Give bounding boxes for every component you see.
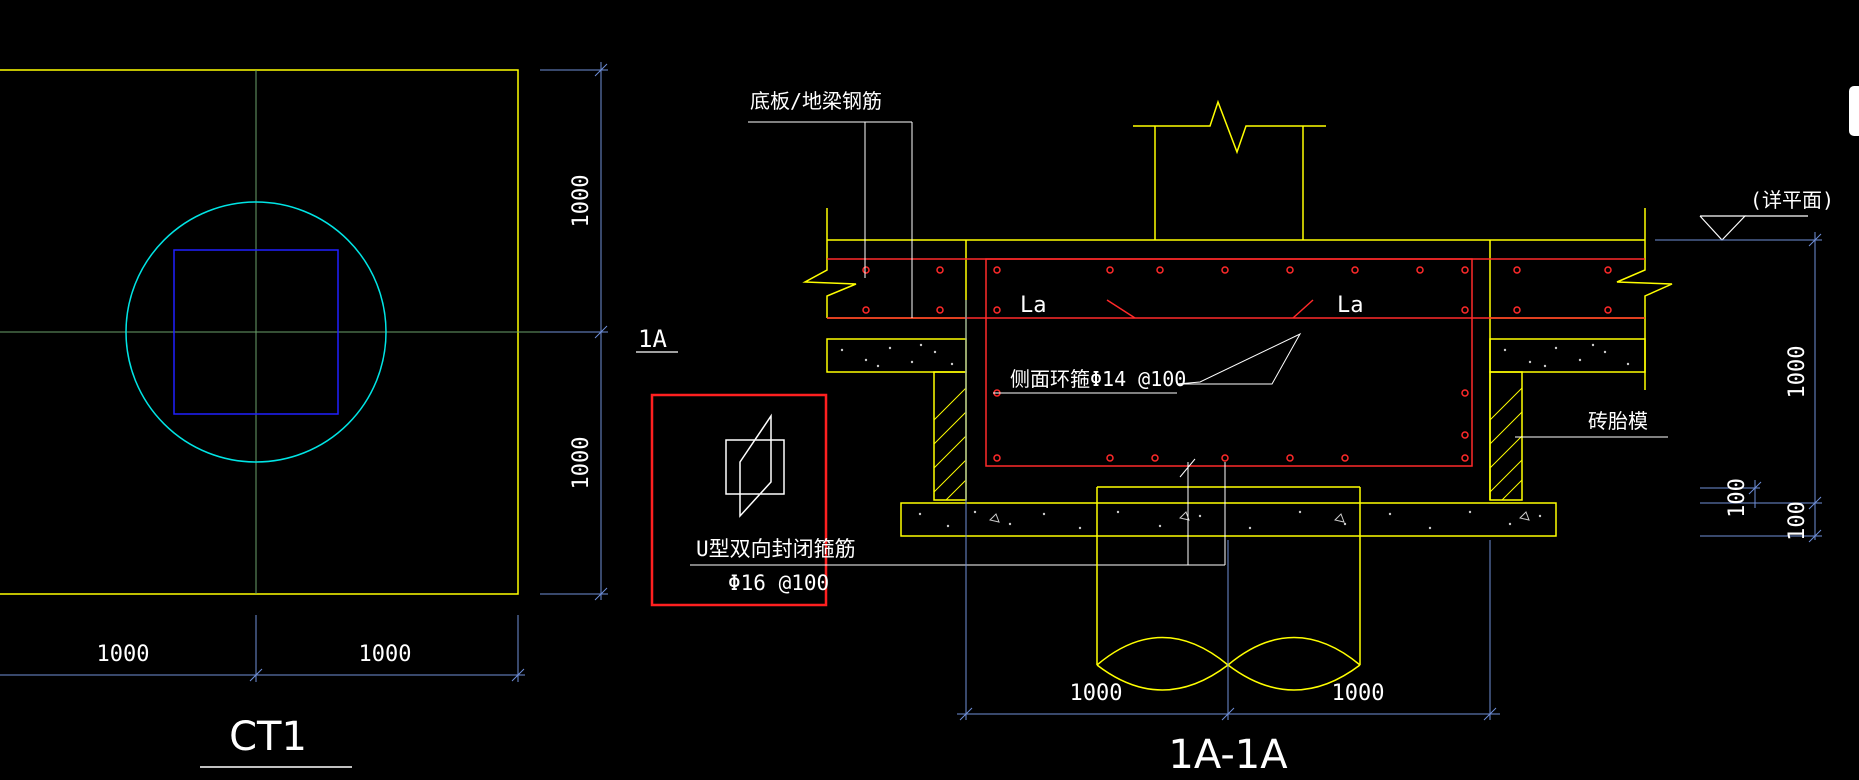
u-stirrup-detail: U型双向封闭箍筋 Φ16 @100 [650, 393, 1225, 607]
column-square [173, 249, 339, 415]
plan-title: CT1 [229, 714, 307, 760]
u-stirrup-spacing: Φ16 @100 [728, 571, 829, 595]
section-mark: 1A [636, 325, 678, 353]
detail-highlight-box [650, 393, 828, 607]
section-dim-right-100a: 100 [1725, 478, 1750, 518]
plan-bottom-dimension [0, 615, 525, 682]
plan-dim-bottom-left: 1000 [97, 642, 150, 667]
section-dim-right-main: 1000 [1785, 346, 1810, 399]
leader-lines [748, 121, 1668, 565]
detail-plane-label: (详平面) [1750, 188, 1834, 212]
plan-dim-bottom-right: 1000 [359, 642, 412, 667]
plan-dim-right-top: 1000 [569, 175, 594, 228]
stirrup-plane [739, 413, 772, 518]
section-dim-bottom-right: 1000 [1332, 681, 1385, 706]
la-right-label: La [1337, 293, 1364, 318]
brick-mold-label: 砖胎模 [1588, 409, 1648, 433]
plan-dim-right-bottom: 1000 [569, 437, 594, 490]
stirrup-square [725, 439, 785, 495]
section-mark-label: 1A [638, 325, 667, 353]
top-rebar-label: 底板/地梁钢筋 [750, 89, 882, 113]
rebar-cage [827, 258, 1645, 467]
pile-circle [125, 201, 387, 463]
column-above [1133, 99, 1326, 240]
slab-outline [802, 208, 1673, 390]
u-stirrup-label: U型双向封闭箍筋 [696, 537, 856, 561]
section-dim-right-100b: 100 [1785, 501, 1810, 541]
section-dimensions [957, 232, 1822, 721]
section-view [748, 99, 1822, 721]
elevation-symbol [1699, 215, 1808, 241]
cushion-layer [900, 502, 1557, 537]
edge-panel-tab[interactable] [1849, 86, 1859, 136]
plan-view: 1000 1000 1000 1000 CT1 [0, 62, 608, 768]
rebar-dots [862, 266, 1612, 462]
brick-mold-left [826, 338, 967, 501]
plan-right-dimension [540, 62, 608, 601]
side-stirrup-label: 侧面环箍Φ14 @100 [1010, 367, 1186, 391]
section-title: 1A-1A [1168, 732, 1288, 778]
section-dim-bottom-left: 1000 [1070, 681, 1123, 706]
la-hooks [1106, 299, 1314, 319]
la-left-label: La [1020, 293, 1047, 318]
